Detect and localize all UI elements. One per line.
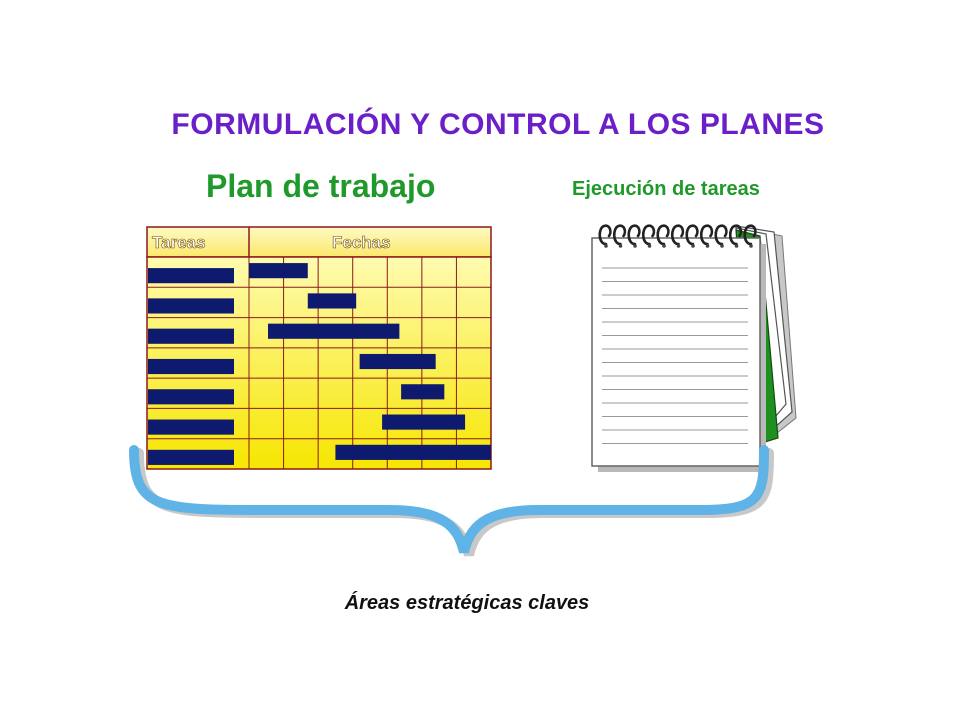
task-bar xyxy=(148,268,234,284)
notebook-ring-hole xyxy=(647,244,652,248)
brace-shadow xyxy=(134,448,774,557)
brace-line xyxy=(129,445,769,554)
task-bar xyxy=(148,328,234,344)
areas-label: Áreas estratégicas claves xyxy=(344,592,590,614)
notebook-ring xyxy=(598,224,612,246)
date-bar xyxy=(335,444,491,460)
notebook-ring-hole xyxy=(691,244,695,248)
curly-brace xyxy=(129,445,774,557)
notebook-ring-hole xyxy=(720,244,724,248)
notebook-ring xyxy=(627,224,641,246)
task-bar xyxy=(148,389,234,405)
gantt-chart: Tareas Fechas xyxy=(146,226,492,470)
notebook-ring-hole xyxy=(749,244,753,248)
notebook-ring-hole xyxy=(676,244,681,248)
tasks-header: Tareas xyxy=(152,233,206,252)
notebook-ring xyxy=(670,224,685,246)
task-bar xyxy=(148,358,234,375)
date-bar xyxy=(268,323,400,339)
date-bar xyxy=(307,293,357,309)
notebook-front-page xyxy=(591,237,761,467)
notebook-ring-hole xyxy=(705,244,710,248)
notebook-ring xyxy=(685,224,699,246)
notebook-illustration xyxy=(591,224,797,472)
notebook-ring xyxy=(656,224,670,246)
date-bar xyxy=(359,353,436,370)
notebook-ring-hole xyxy=(604,244,608,248)
date-bar xyxy=(249,263,308,279)
notebook-ring xyxy=(699,224,714,246)
notebook-ring-hole xyxy=(633,244,637,248)
plan-title: Plan de trabajo xyxy=(206,168,436,204)
slide-title: FORMULACIÓN Y CONTROL A LOS PLANES xyxy=(171,108,825,141)
gantt-header xyxy=(146,226,492,258)
notebook-ring xyxy=(641,224,656,246)
task-bar xyxy=(148,449,234,465)
notebook-ring xyxy=(612,224,627,246)
date-bar xyxy=(401,384,445,400)
notebook-ring-hole xyxy=(734,244,739,248)
date-bar xyxy=(382,414,466,430)
dates-header: Fechas xyxy=(332,233,391,252)
notebook-ring-hole xyxy=(662,244,666,248)
execution-title: Ejecución de tareas xyxy=(572,178,760,200)
notebook-ring-hole xyxy=(618,244,623,248)
notebook-ring xyxy=(714,224,728,246)
task-bar xyxy=(148,298,234,314)
notebook-ring xyxy=(728,224,743,246)
task-bar xyxy=(148,419,234,435)
notebook-ring xyxy=(743,224,757,246)
